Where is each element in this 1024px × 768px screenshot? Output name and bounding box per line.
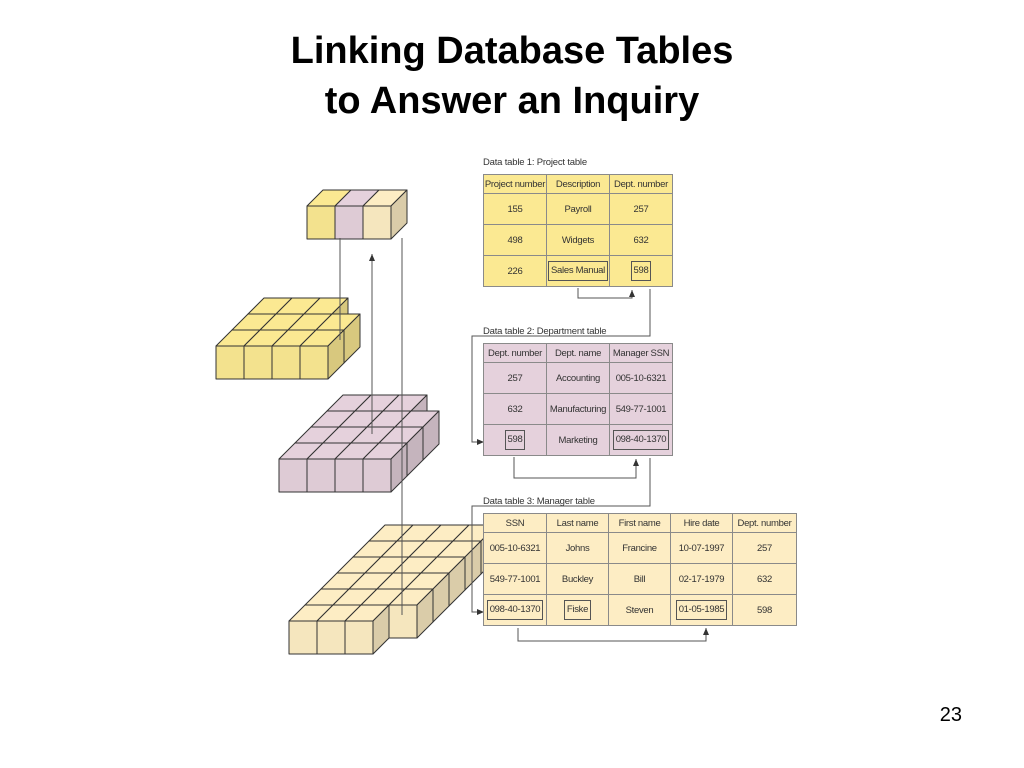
title-line-1: Linking Database Tables — [290, 30, 734, 72]
cube-side-face — [390, 189, 408, 240]
column-header: Project number — [483, 174, 547, 194]
table-cell: 10-07-1997 — [670, 532, 733, 564]
table-cell: 549-77-1001 — [483, 563, 547, 595]
table-cell: Widgets — [546, 224, 610, 256]
link-arrow — [513, 457, 639, 479]
column-header: Manager SSN — [609, 343, 673, 363]
table-cell: 257 — [609, 193, 673, 225]
cube-front-face — [306, 458, 336, 493]
cube-side-face — [416, 588, 434, 639]
cube-front-face — [316, 620, 346, 655]
table-header-row: SSN Last name First name Hire date Dept.… — [483, 513, 797, 533]
table-cell: Accounting — [546, 362, 610, 394]
cell-value: 598 — [504, 430, 526, 450]
highlighted-cell: 098-40-1370 — [483, 594, 547, 626]
table-cell: 498 — [483, 224, 547, 256]
cell-value: 01-05-1985 — [675, 600, 728, 620]
column-header: Description — [546, 174, 610, 194]
table-cell: 155 — [483, 193, 547, 225]
column-header: Dept. number — [483, 343, 547, 363]
column-header: Dept. number — [732, 513, 797, 533]
cell-value: Sales Manual — [548, 261, 608, 281]
cell-value: Fiske — [563, 600, 592, 620]
table-cube-illustrations — [215, 189, 498, 655]
cube-front-face — [243, 345, 273, 380]
cube-front-face — [362, 458, 392, 493]
cube-front-face — [215, 345, 245, 380]
table-cell: Bill — [608, 563, 671, 595]
cell-value: 098-40-1370 — [612, 430, 670, 450]
slide-title: Linking Database Tables to Answer an Inq… — [0, 26, 1024, 126]
cube-front-face — [362, 205, 392, 240]
cube-front-face — [334, 205, 364, 240]
cube-side-face — [327, 329, 345, 380]
column-header: First name — [608, 513, 671, 533]
link-arrow — [517, 628, 709, 642]
table-cell: Francine — [608, 532, 671, 564]
link-arrow — [471, 289, 651, 445]
column-header: SSN — [483, 513, 547, 533]
department-table: Dept. number Dept. name Manager SSN 257 … — [483, 343, 673, 456]
table-row: 226 Sales Manual 598 — [483, 255, 673, 287]
cube-front-face — [306, 205, 336, 240]
table-row: 155 Payroll 257 — [483, 193, 673, 225]
table-cell: 549-77-1001 — [609, 393, 673, 425]
column-header: Dept. number — [609, 174, 673, 194]
title-line-2: to Answer an Inquiry — [324, 80, 700, 122]
table-row: 098-40-1370 Fiske Steven 01-05-1985 598 — [483, 594, 797, 626]
link-arrow — [471, 458, 651, 615]
table-row: 257 Accounting 005-10-6321 — [483, 362, 673, 394]
table-row: 549-77-1001 Buckley Bill 02-17-1979 632 — [483, 563, 797, 595]
link-connectors — [339, 238, 709, 642]
column-header: Hire date — [670, 513, 733, 533]
table-cell: Buckley — [546, 563, 609, 595]
table-cell: 632 — [483, 393, 547, 425]
table-cell: 005-10-6321 — [609, 362, 673, 394]
cube-front-face — [299, 345, 329, 380]
highlighted-cell: 01-05-1985 — [670, 594, 733, 626]
cube-front-face — [288, 620, 318, 655]
table-cell: 226 — [483, 255, 547, 287]
highlighted-cell: 098-40-1370 — [609, 424, 673, 456]
project-table-caption: Data table 1: Project table — [483, 157, 587, 168]
table-row: 598 Marketing 098-40-1370 — [483, 424, 673, 456]
table-cell: 02-17-1979 — [670, 563, 733, 595]
table-cell: Steven — [608, 594, 671, 626]
table-cell: Payroll — [546, 193, 610, 225]
highlighted-cell: 598 — [609, 255, 673, 287]
cell-value: 098-40-1370 — [486, 600, 544, 620]
table-row: 005-10-6321 Johns Francine 10-07-1997 25… — [483, 532, 797, 564]
table-cell: 632 — [732, 563, 797, 595]
cube-front-face — [334, 458, 364, 493]
page-number: 23 — [939, 704, 962, 726]
manager-table: SSN Last name First name Hire date Dept.… — [483, 513, 797, 626]
table-cell: 598 — [732, 594, 797, 626]
table-cell: Johns — [546, 532, 609, 564]
table-cell: 005-10-6321 — [483, 532, 547, 564]
column-header: Dept. name — [546, 343, 610, 363]
table-cell: Manufacturing — [546, 393, 610, 425]
table-cell: Marketing — [546, 424, 610, 456]
table-row: 632 Manufacturing 549-77-1001 — [483, 393, 673, 425]
project-table: Project number Description Dept. number … — [483, 174, 673, 287]
cube-front-face — [388, 604, 418, 639]
cube-front-face — [344, 620, 374, 655]
department-table-caption: Data table 2: Department table — [483, 326, 607, 337]
highlighted-cell: Sales Manual — [546, 255, 610, 287]
cube-side-face — [372, 604, 390, 655]
cube-front-face — [271, 345, 301, 380]
table-header-row: Dept. number Dept. name Manager SSN — [483, 343, 673, 363]
cell-value: 598 — [630, 261, 652, 281]
table-cell: 632 — [609, 224, 673, 256]
column-header: Last name — [546, 513, 609, 533]
manager-table-caption: Data table 3: Manager table — [483, 496, 595, 507]
table-row: 498 Widgets 632 — [483, 224, 673, 256]
table-header-row: Project number Description Dept. number — [483, 174, 673, 194]
highlighted-cell: 598 — [483, 424, 547, 456]
cube-front-face — [278, 458, 308, 493]
table-cell: 257 — [483, 362, 547, 394]
highlighted-cell: Fiske — [546, 594, 609, 626]
table-cell: 257 — [732, 532, 797, 564]
link-arrow — [577, 288, 635, 299]
